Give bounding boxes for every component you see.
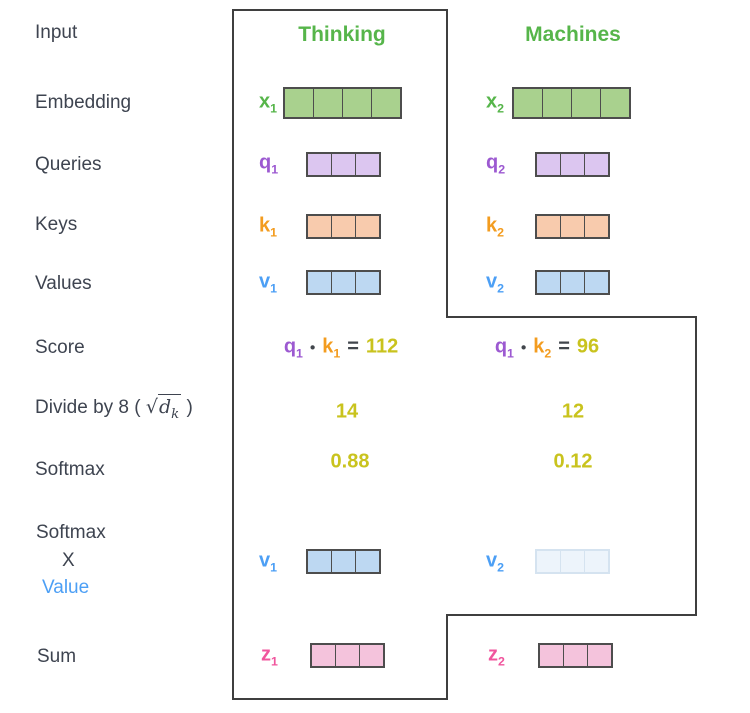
vector-cell [313,89,342,117]
vector-cell [514,89,542,117]
vector-cell [560,216,584,237]
divide-value-thinking: 14 [335,400,359,423]
vector-cell [537,551,560,572]
score-machines: q1 • k2 = 96 [495,336,599,359]
vector-cell [285,89,313,117]
vector-cell [331,154,355,175]
x1-vector [283,87,402,119]
radical-sign: √ [145,396,158,418]
divide-value-machines: 12 [561,400,585,423]
vector-cell [537,154,560,175]
v1-vector [306,270,381,295]
sqrt-dk-formula: √dk [145,394,182,422]
x1-label: x1 [259,90,278,116]
vector-cell [571,89,600,117]
dot-operator-icon: • [309,339,316,357]
vector-cell [331,551,355,572]
z1-vector [310,643,385,668]
vector-cell [331,216,355,237]
column-title-thinking: Thinking [298,23,386,46]
q2-label: q2 [486,151,506,177]
vector-cell [542,89,571,117]
row-label-embedding: Embedding [35,92,132,113]
q1-vector [306,152,381,177]
z2-vector [538,643,613,668]
vector-cell [540,645,563,666]
z1-label: z1 [261,643,278,669]
vector-cell [355,154,379,175]
x2-label: x2 [486,90,505,116]
vector-cell [355,551,379,572]
score-q1: q1 [283,335,303,361]
row-label-input: Input [35,22,78,43]
k2-label: k2 [486,214,505,240]
vector-cell [342,89,371,117]
vector-cell [537,272,560,293]
z2-label: z2 [488,643,505,669]
vector-cell [308,551,331,572]
v1-label: v1 [259,270,278,296]
k2-vector [535,214,610,239]
vector-cell [335,645,359,666]
vector-cell [308,154,331,175]
softmax-value-machines: 0.12 [553,450,593,473]
score-q1: q1 [494,335,514,361]
row-label-sum: Sum [37,646,77,667]
vector-cell [359,645,383,666]
vector-cell [584,272,608,293]
row-label-score: Score [35,337,85,358]
v1-weighted-label: v1 [259,549,278,575]
vector-cell [584,551,608,572]
divide-prefix: Divide by 8 ( [35,397,141,418]
row-label-softmax: Softmax [35,459,105,480]
softmax-value-thinking: 0.88 [330,450,370,473]
row-label-softmax-x-value-line1: Softmax [36,522,106,543]
score-value-thinking: 112 [365,335,399,358]
row-label-softmax-x-value-line2: X [62,550,75,571]
q1-label: q1 [259,151,279,177]
vector-cell [584,216,608,237]
vector-cell [587,645,611,666]
column-title-machines: Machines [525,23,621,46]
radicand: dk [158,394,182,422]
row-label-values: Values [35,273,92,294]
score-thinking: q1 • k1 = 112 [284,336,398,359]
q2-vector [535,152,610,177]
row-label-keys: Keys [35,214,78,235]
score-k2: k2 [533,335,552,361]
equals-sign: = [347,335,359,358]
v2-weighted-vector-faded [535,549,610,574]
v2-weighted-label: v2 [486,549,505,575]
vector-cell [355,272,379,293]
score-k1: k1 [322,335,341,361]
vector-cell [560,154,584,175]
k1-label: k1 [259,214,278,240]
score-value-machines: 96 [576,335,600,358]
vector-cell [371,89,400,117]
row-label-queries: Queries [35,154,102,175]
vector-cell [563,645,587,666]
v2-label: v2 [486,270,505,296]
vector-cell [308,272,331,293]
v1-weighted-vector [306,549,381,574]
vector-cell [355,216,379,237]
vector-cell [584,154,608,175]
vector-cell [308,216,331,237]
row-label-softmax-x-value-line3: Value [42,577,90,598]
vector-cell [600,89,629,117]
vector-cell [560,551,584,572]
k1-vector [306,214,381,239]
vector-cell [560,272,584,293]
vector-cell [537,216,560,237]
vector-cell [331,272,355,293]
divide-suffix: ) [186,397,193,418]
dot-operator-icon: • [520,339,527,357]
equals-sign: = [558,335,570,358]
x2-vector [512,87,631,119]
vector-cell [312,645,335,666]
row-label-divide: Divide by 8 ( √dk ) [35,394,193,422]
v2-vector [535,270,610,295]
